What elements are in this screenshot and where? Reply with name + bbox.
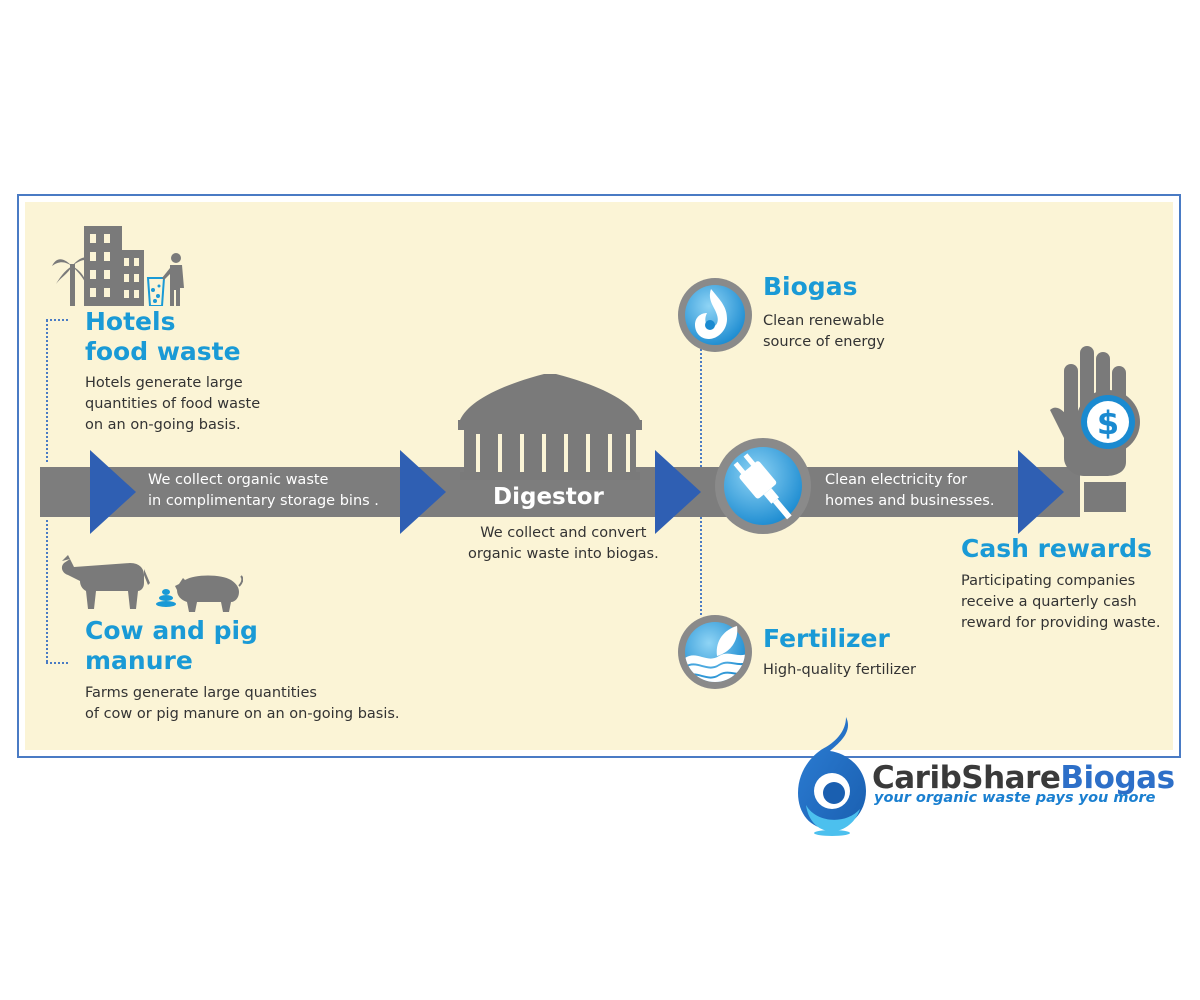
cash-description: Participating companies receive a quarte…: [961, 571, 1160, 634]
manure-description: Farms generate large quantities of cow o…: [85, 683, 400, 725]
manure-icon: [156, 589, 176, 607]
cash-desc-line3: reward for providing waste.: [961, 615, 1161, 631]
digestor-description: We collect and convert organic waste int…: [468, 523, 659, 565]
manure-connector-bottom: [46, 662, 68, 664]
hotel-building-icon: [52, 226, 184, 306]
flow-arrow-4: [1018, 450, 1064, 534]
pig-icon: [175, 575, 243, 612]
hotels-description: Hotels generate large quantities of food…: [85, 373, 260, 436]
hotels-desc-line2: quantities of food waste: [85, 396, 261, 412]
manure-connector: [46, 520, 48, 662]
logo-tagline: your organic waste pays you more: [874, 790, 1156, 806]
hand-dollar-icon: $: [1050, 346, 1140, 512]
logo-brand-part2: Biogas: [1060, 760, 1175, 796]
electricity-text: Clean electricity for homes and business…: [825, 470, 994, 512]
person-recycling-icon: [146, 253, 184, 306]
flow-arrow-1: [90, 450, 136, 534]
cash-title: Cash rewards: [961, 534, 1152, 563]
fertilizer-connector: [700, 517, 702, 615]
fertilizer-leaf-icon: [678, 615, 752, 689]
hotels-connector-top: [46, 319, 68, 321]
biogas-connector: [700, 345, 702, 467]
flow-arrow-2: [400, 450, 446, 534]
hotels-title: Hotels food waste: [85, 307, 241, 367]
hotels-title-line2: food waste: [85, 337, 241, 366]
biogas-description: Clean renewable source of energy: [763, 311, 885, 353]
electricity-line2: homes and businesses.: [825, 493, 995, 509]
logo-brand: CaribShareBiogas: [872, 760, 1175, 796]
flow-arrow-3: [655, 450, 701, 534]
manure-desc-line2: of cow or pig manure on an on-going basi…: [85, 706, 400, 722]
hotels-desc-line3: on an on-going basis.: [85, 417, 241, 433]
biogas-title: Biogas: [763, 272, 858, 301]
collect-line1: We collect organic waste: [148, 472, 329, 488]
hotels-desc-line1: Hotels generate large: [85, 375, 243, 391]
electric-plug-icon: [715, 438, 811, 534]
biogas-desc-line1: Clean renewable: [763, 313, 885, 329]
fertilizer-description: High-quality fertilizer: [763, 662, 917, 678]
collect-line2: in complimentary storage bins .: [148, 493, 379, 509]
biogas-desc-line2: source of energy: [763, 334, 885, 350]
biogas-drop-logo-icon: [798, 717, 866, 836]
hotels-title-line1: Hotels: [85, 307, 176, 336]
digestor-label: Digestor: [493, 484, 604, 510]
svg-text:$: $: [1097, 404, 1119, 442]
hotels-connector: [46, 320, 48, 462]
cash-desc-line1: Participating companies: [961, 573, 1136, 589]
cash-desc-line2: receive a quarterly cash: [961, 594, 1137, 610]
digestor-desc-line2: organic waste into biogas.: [468, 546, 659, 562]
manure-desc-line1: Farms generate large quantities: [85, 685, 317, 701]
fertilizer-title: Fertilizer: [763, 624, 890, 653]
digestor-tank-icon: [458, 374, 642, 480]
manure-title: Cow and pig manure: [85, 616, 258, 676]
cow-icon: [61, 555, 150, 609]
electricity-line1: Clean electricity for: [825, 472, 968, 488]
logo-brand-part1: CaribShare: [872, 760, 1061, 796]
biogas-flame-icon: [678, 278, 752, 352]
manure-title-line2: manure: [85, 646, 193, 675]
collect-text: We collect organic waste in complimentar…: [148, 470, 379, 512]
digestor-desc-line1: We collect and convert: [480, 525, 647, 541]
manure-title-line1: Cow and pig: [85, 616, 258, 645]
